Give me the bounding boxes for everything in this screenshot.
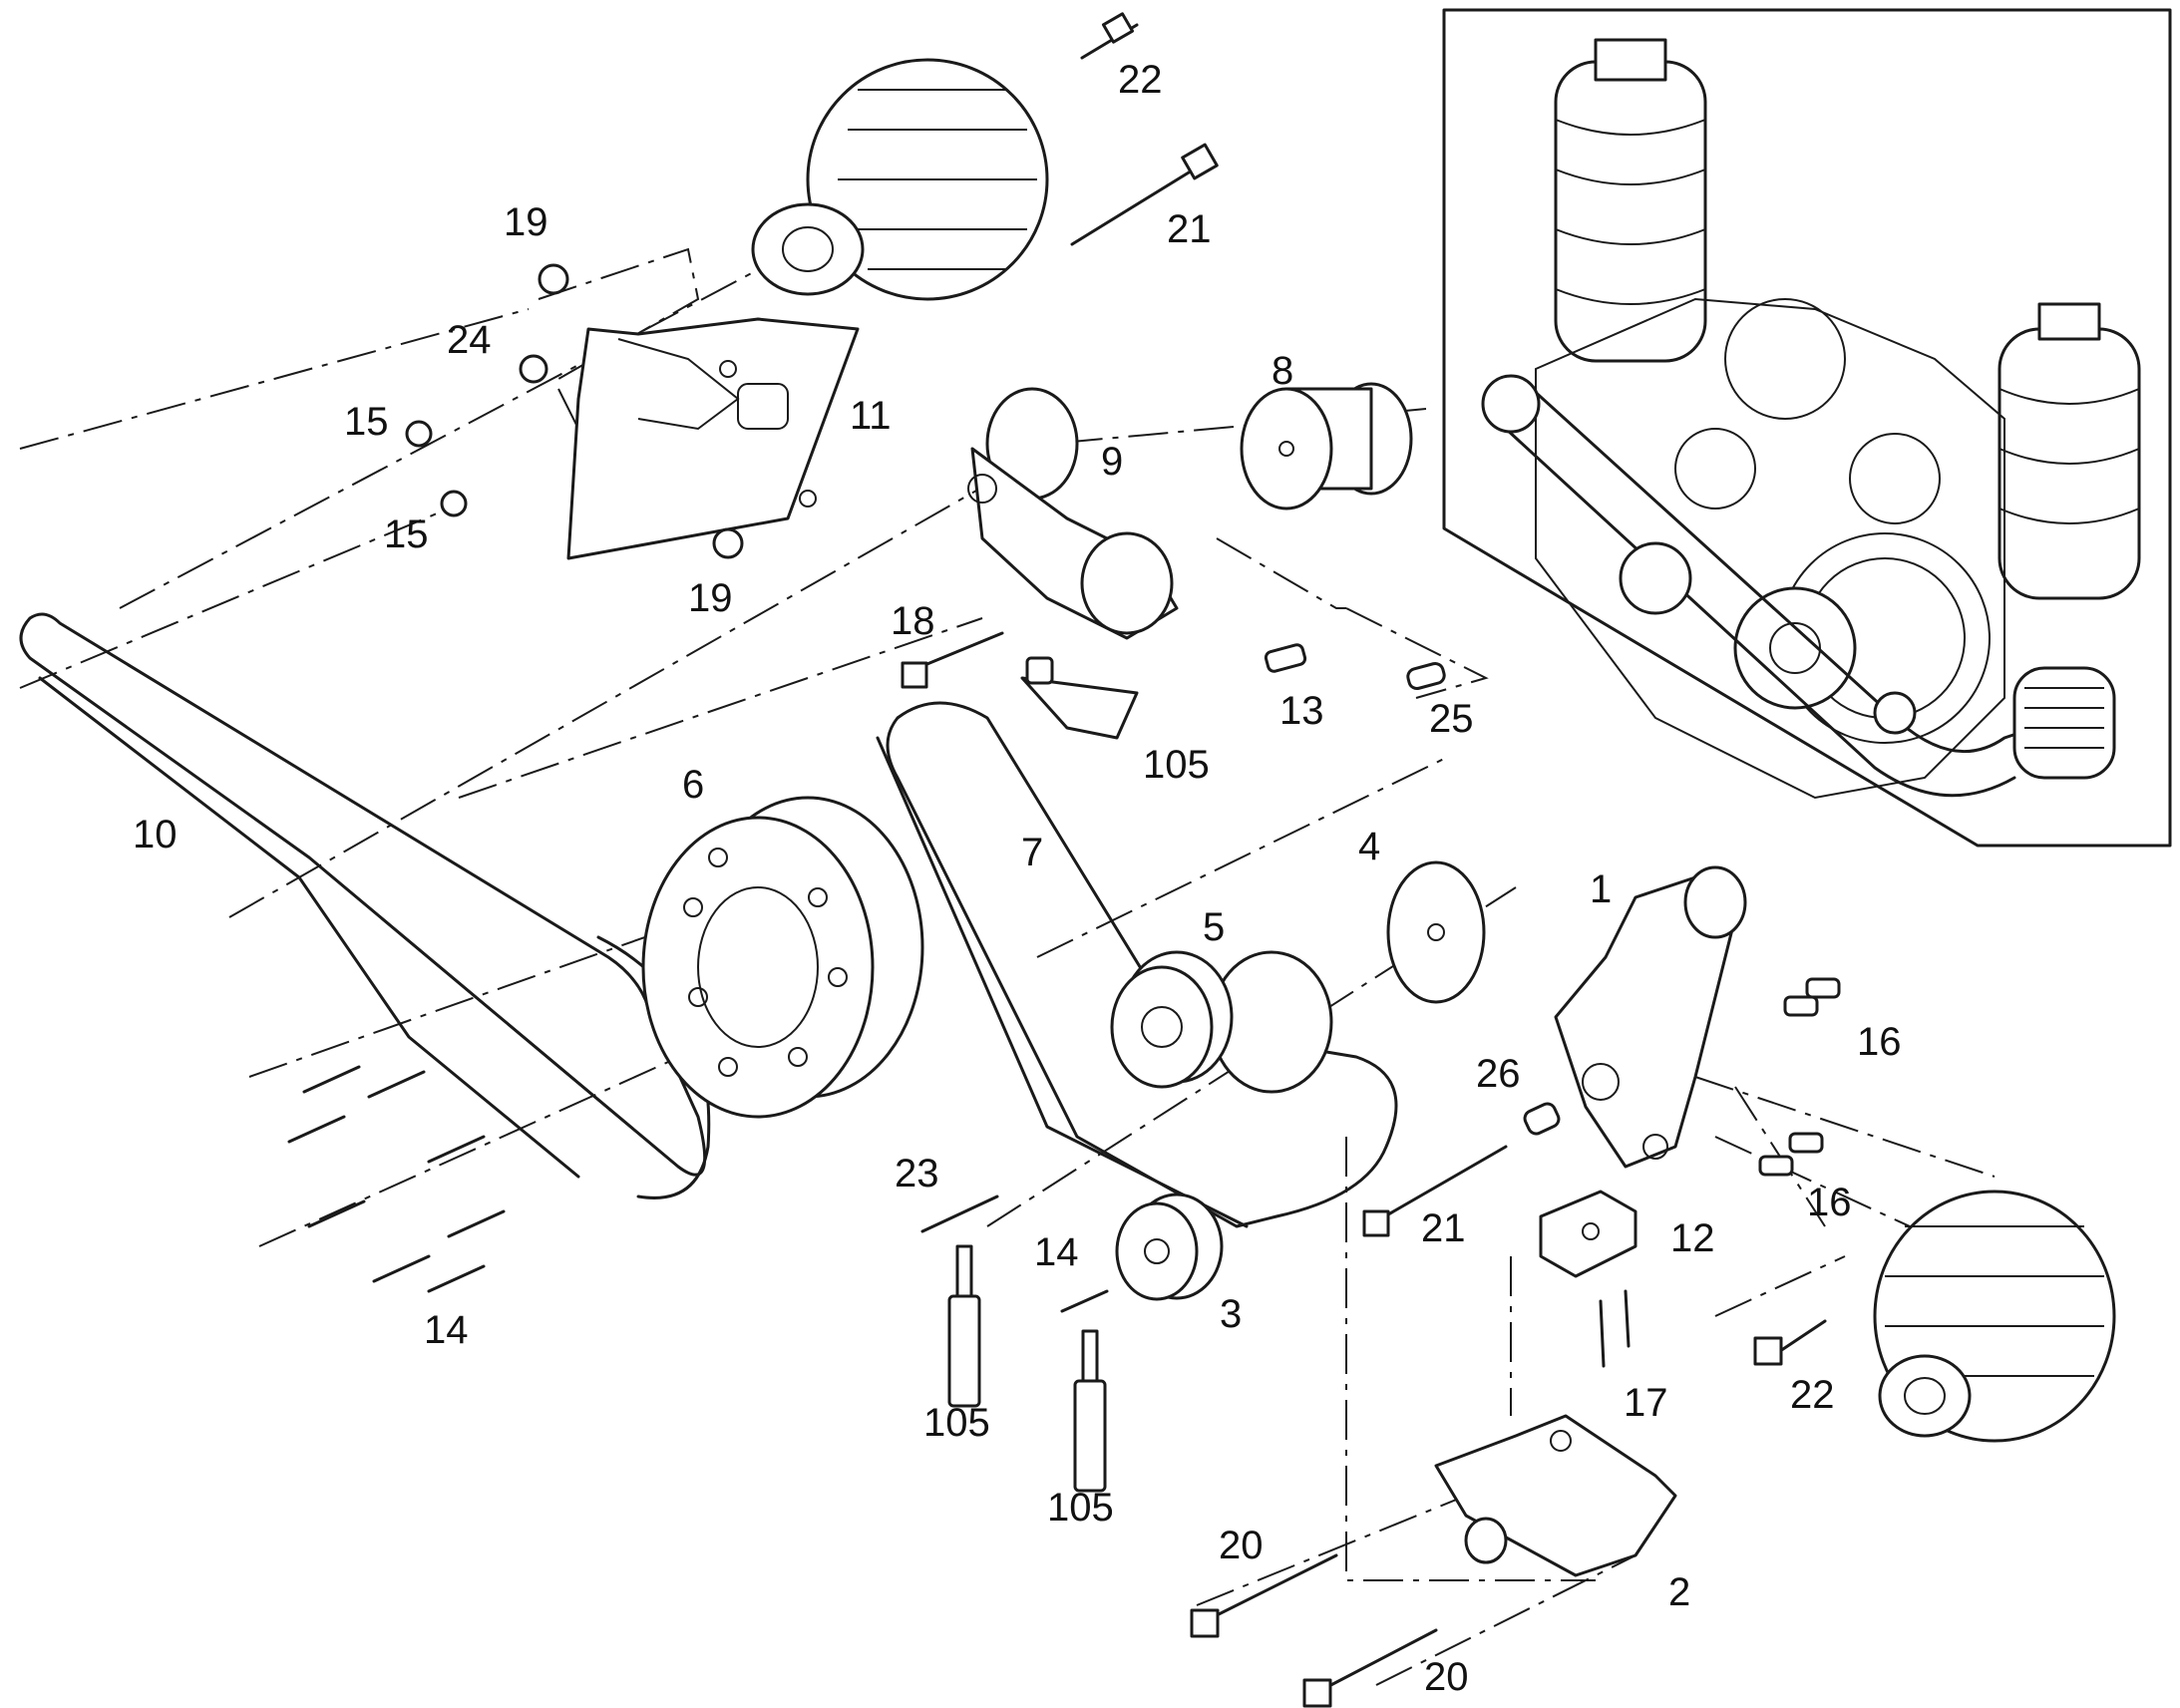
callout-24: 24	[447, 318, 492, 362]
callout-20-top: 20	[1219, 1524, 1264, 1567]
bracket-1	[1554, 865, 1747, 1169]
idler-pulley-3	[1115, 1193, 1224, 1301]
callout-22-top: 22	[1118, 58, 1163, 102]
callout-17: 17	[1624, 1381, 1668, 1425]
bolts	[287, 12, 1841, 1708]
callout-18: 18	[891, 599, 935, 643]
callout-21-top: 21	[1167, 207, 1212, 251]
callout-25: 25	[1429, 697, 1474, 741]
tensioner-5	[1110, 950, 1333, 1094]
callout-16-top: 16	[1857, 1020, 1902, 1064]
sealant-tubes	[947, 656, 1139, 1493]
callout-19-top: 19	[504, 200, 548, 244]
callout-22-bottom: 22	[1790, 1373, 1835, 1417]
callout-labels: 1 2 3 4 5 6 7 8 9 10 11 12 13 14 14 15 1…	[133, 58, 1902, 1699]
callout-13: 13	[1279, 689, 1324, 733]
callout-14-left: 14	[424, 1308, 469, 1352]
callout-4: 4	[1358, 825, 1380, 868]
callout-105-left: 105	[923, 1401, 990, 1445]
callout-9: 9	[1101, 440, 1123, 484]
spacer-disc-4	[1386, 860, 1486, 1004]
callout-26: 26	[1476, 1052, 1521, 1096]
callout-3: 3	[1220, 1292, 1242, 1336]
tensioner-9	[967, 387, 1179, 640]
callout-15-top: 15	[344, 400, 389, 444]
bracket-11	[566, 317, 860, 560]
callout-16-bottom: 16	[1807, 1181, 1852, 1224]
crank-pulley-6	[641, 796, 924, 1119]
callout-15-bottom: 15	[384, 512, 429, 556]
callout-2: 2	[1668, 1570, 1690, 1614]
callout-21-right: 21	[1421, 1206, 1466, 1250]
callout-7: 7	[1021, 831, 1043, 874]
callout-23: 23	[895, 1152, 939, 1196]
alternator-bottom	[1873, 1190, 2116, 1443]
block-12	[1539, 1190, 1637, 1278]
alternator-top	[751, 58, 1049, 301]
callout-10: 10	[133, 813, 178, 856]
callout-8: 8	[1272, 349, 1293, 393]
callout-1: 1	[1590, 867, 1612, 911]
engine-assembly-inset	[1442, 8, 2172, 848]
callout-20-bottom: 20	[1424, 1655, 1469, 1699]
callout-6: 6	[682, 763, 704, 807]
callout-19-bottom: 19	[688, 576, 733, 620]
callout-105-top: 105	[1143, 743, 1210, 787]
callout-11: 11	[850, 394, 892, 438]
callout-12: 12	[1670, 1216, 1715, 1260]
pulley-8	[1240, 382, 1413, 511]
bracket-2	[1434, 1414, 1677, 1577]
belt-7	[876, 701, 1398, 1228]
callout-105-bottom: 105	[1047, 1486, 1114, 1530]
callout-14-right: 14	[1034, 1230, 1079, 1274]
callout-5: 5	[1203, 905, 1225, 949]
